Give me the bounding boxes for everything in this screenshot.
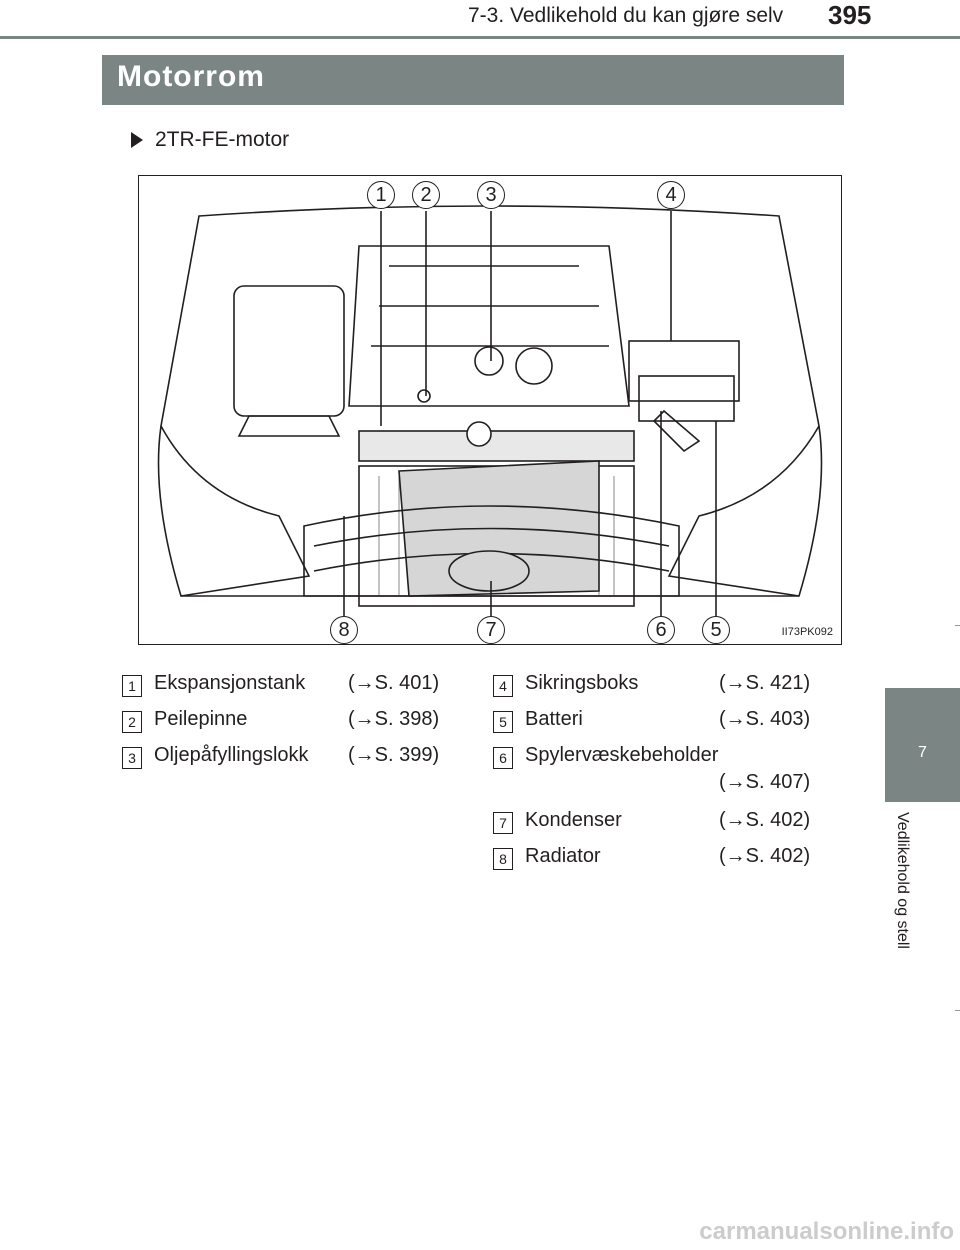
legend-number: 4 bbox=[493, 675, 513, 697]
legend-label: Spylervæskebeholder bbox=[525, 744, 719, 766]
crop-mark bbox=[955, 1010, 960, 1011]
legend-label: Batteri bbox=[525, 708, 583, 730]
legend-ref: (→S. 402) bbox=[719, 845, 811, 867]
legend-label: Radiator bbox=[525, 845, 601, 867]
legend-label: Ekspansjonstank bbox=[154, 672, 306, 694]
callout-1: 1 bbox=[367, 181, 395, 209]
side-tab-label: Vedlikehold og stell bbox=[894, 812, 911, 949]
legend-number: 8 bbox=[493, 848, 513, 870]
legend-label: Oljepåfyllingslokk bbox=[154, 744, 309, 766]
legend-number: 7 bbox=[493, 812, 513, 834]
header-title: 7-3. Vedlikehold du kan gjøre selv bbox=[468, 4, 784, 27]
side-tab-number: 7 bbox=[918, 744, 927, 761]
legend-item: 3 Oljepåfyllingslokk (→S. 399) bbox=[122, 744, 462, 774]
legend-label: Peilepinne bbox=[154, 708, 248, 730]
legend-ref: (→S. 399) bbox=[348, 744, 440, 766]
callout-8: 8 bbox=[330, 616, 358, 644]
legend-number: 3 bbox=[122, 747, 142, 769]
callout-5: 5 bbox=[702, 616, 730, 644]
legend-item: 2 Peilepinne (→S. 398) bbox=[122, 708, 462, 738]
callout-2: 2 bbox=[412, 181, 440, 209]
legend-number: 1 bbox=[122, 675, 142, 697]
legend-item: 8 Radiator (→S. 402) bbox=[493, 845, 833, 875]
legend-ref: (→S. 403) bbox=[719, 708, 811, 730]
engine-illustration bbox=[157, 205, 823, 616]
legend-ref: (→S. 401) bbox=[348, 672, 440, 694]
footer-watermark: carmanualsonline.info bbox=[699, 1218, 954, 1245]
figure-code: II73PK092 bbox=[781, 626, 833, 638]
legend-ref: (→S. 407) bbox=[719, 771, 811, 793]
crop-mark bbox=[955, 625, 960, 626]
legend-ref: (→S. 421) bbox=[719, 672, 811, 694]
section-title: Motorrom bbox=[117, 60, 265, 93]
legend-label: Kondenser bbox=[525, 809, 622, 831]
legend-number: 5 bbox=[493, 711, 513, 733]
page-number: 395 bbox=[828, 0, 872, 30]
legend-number: 6 bbox=[493, 747, 513, 769]
legend-item: 1 Ekspansjonstank (→S. 401) bbox=[122, 672, 462, 702]
engine-figure: 1 2 3 4 5 6 7 8 II73PK092 bbox=[138, 175, 842, 645]
legend-ref: (→S. 402) bbox=[719, 809, 811, 831]
legend-item: 7 Kondenser (→S. 402) bbox=[493, 809, 833, 839]
header-rule bbox=[0, 36, 960, 39]
bullet-triangle-icon bbox=[131, 132, 143, 148]
callout-4: 4 bbox=[657, 181, 685, 209]
legend-ref: (→S. 398) bbox=[348, 708, 440, 730]
callout-7: 7 bbox=[477, 616, 505, 644]
legend-item: 6 Spylervæskebeholder (→S. 407) bbox=[493, 744, 833, 808]
legend-label: Sikringsboks bbox=[525, 672, 639, 694]
legend-number: 2 bbox=[122, 711, 142, 733]
subtitle: 2TR-FE-motor bbox=[155, 128, 290, 151]
legend-item: 4 Sikringsboks (→S. 421) bbox=[493, 672, 833, 702]
section-bar bbox=[102, 55, 844, 105]
callout-3: 3 bbox=[477, 181, 505, 209]
side-tab: 7 bbox=[885, 688, 960, 802]
callout-6: 6 bbox=[647, 616, 675, 644]
legend-item: 5 Batteri (→S. 403) bbox=[493, 708, 833, 738]
